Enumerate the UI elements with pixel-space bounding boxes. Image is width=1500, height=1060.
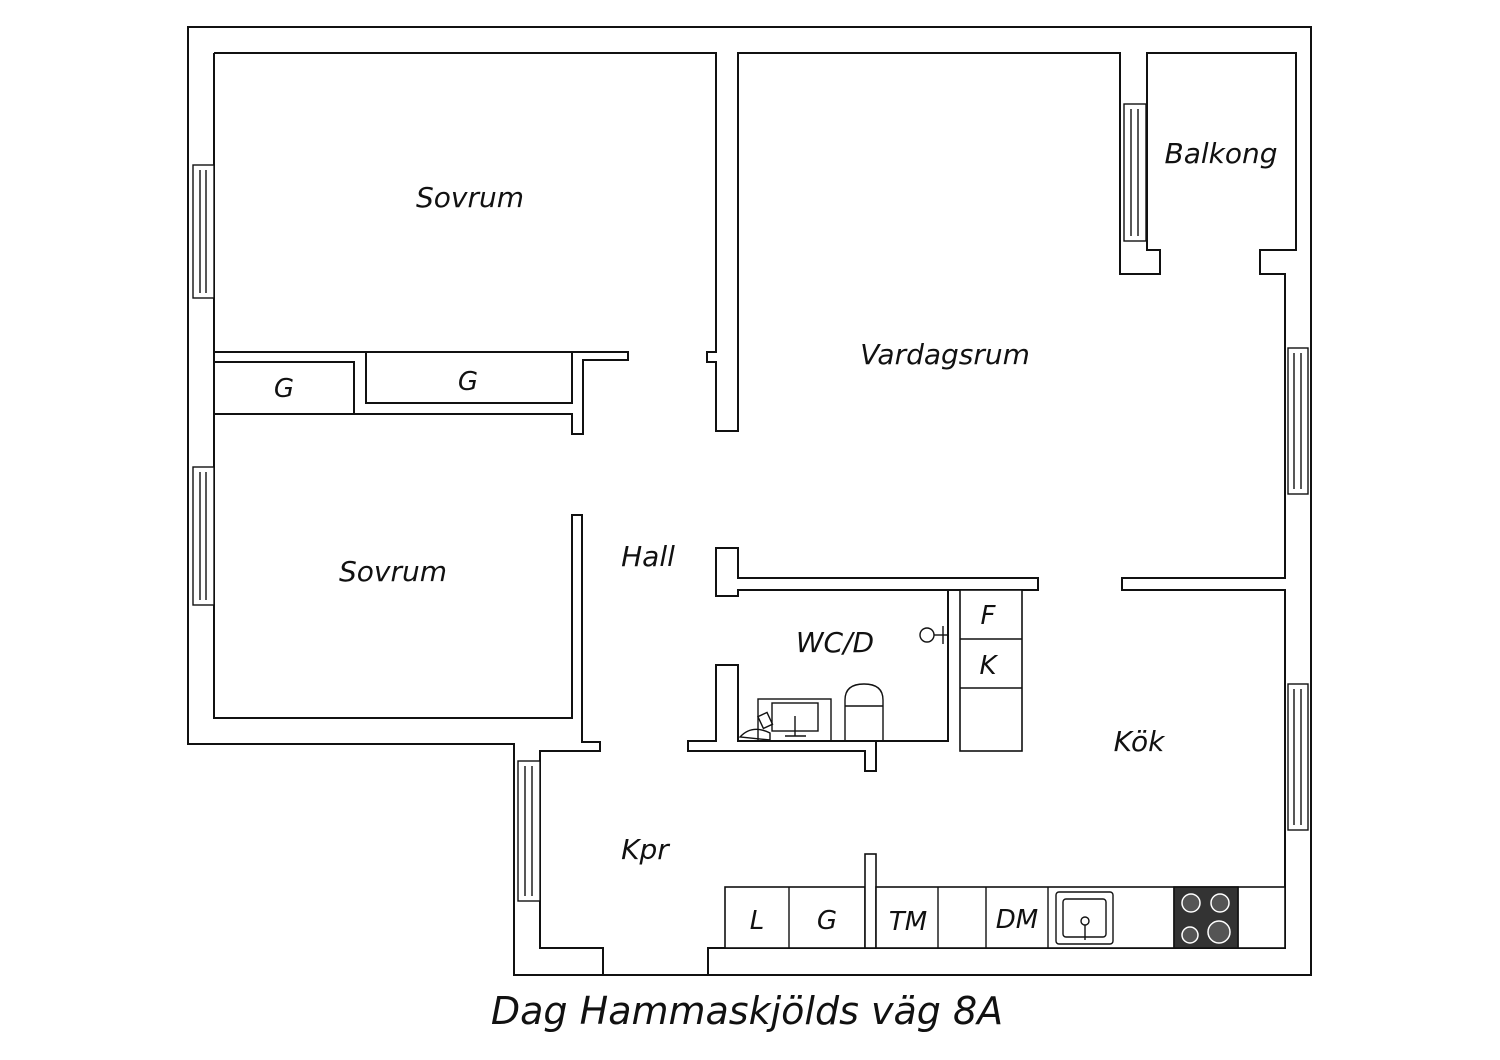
wardrobe-label-right: G bbox=[458, 367, 478, 397]
bathroom-walls bbox=[687, 547, 1039, 772]
freezer-label: K bbox=[979, 651, 998, 681]
outer-walls bbox=[187, 26, 1312, 976]
room-label-kitchen: Kök bbox=[1114, 725, 1166, 758]
wardrobe-label-left: G bbox=[274, 374, 294, 404]
linen-cabinet-label: L bbox=[750, 906, 765, 936]
toilet-icon bbox=[844, 683, 884, 741]
room-label-living-room: Vardagsrum bbox=[860, 338, 1030, 371]
sink-icon bbox=[1055, 891, 1114, 945]
room-label-bedroom-bottom: Sovrum bbox=[339, 555, 447, 588]
washer-label: TM bbox=[889, 907, 927, 937]
room-label-bathroom: WC/D bbox=[796, 626, 874, 659]
room-label-closet-room: Kpr bbox=[621, 833, 670, 866]
room-label-balcony: Balkong bbox=[1164, 137, 1277, 170]
room-label-bedroom-top: Sovrum bbox=[416, 181, 524, 214]
shower-icon bbox=[919, 626, 948, 644]
fridge-label: F bbox=[981, 601, 997, 631]
stove-icon bbox=[1173, 886, 1239, 949]
dishwasher-label: DM bbox=[996, 905, 1038, 935]
address-caption: Dag Hammaskjölds väg 8A bbox=[491, 989, 1003, 1033]
fridge-freezer-cabinet bbox=[959, 589, 1023, 752]
washbasin-icon bbox=[738, 698, 832, 742]
wardrobe-cabinet-label: G bbox=[817, 906, 837, 936]
room-label-hall: Hall bbox=[621, 540, 675, 573]
windows bbox=[192, 103, 1309, 902]
